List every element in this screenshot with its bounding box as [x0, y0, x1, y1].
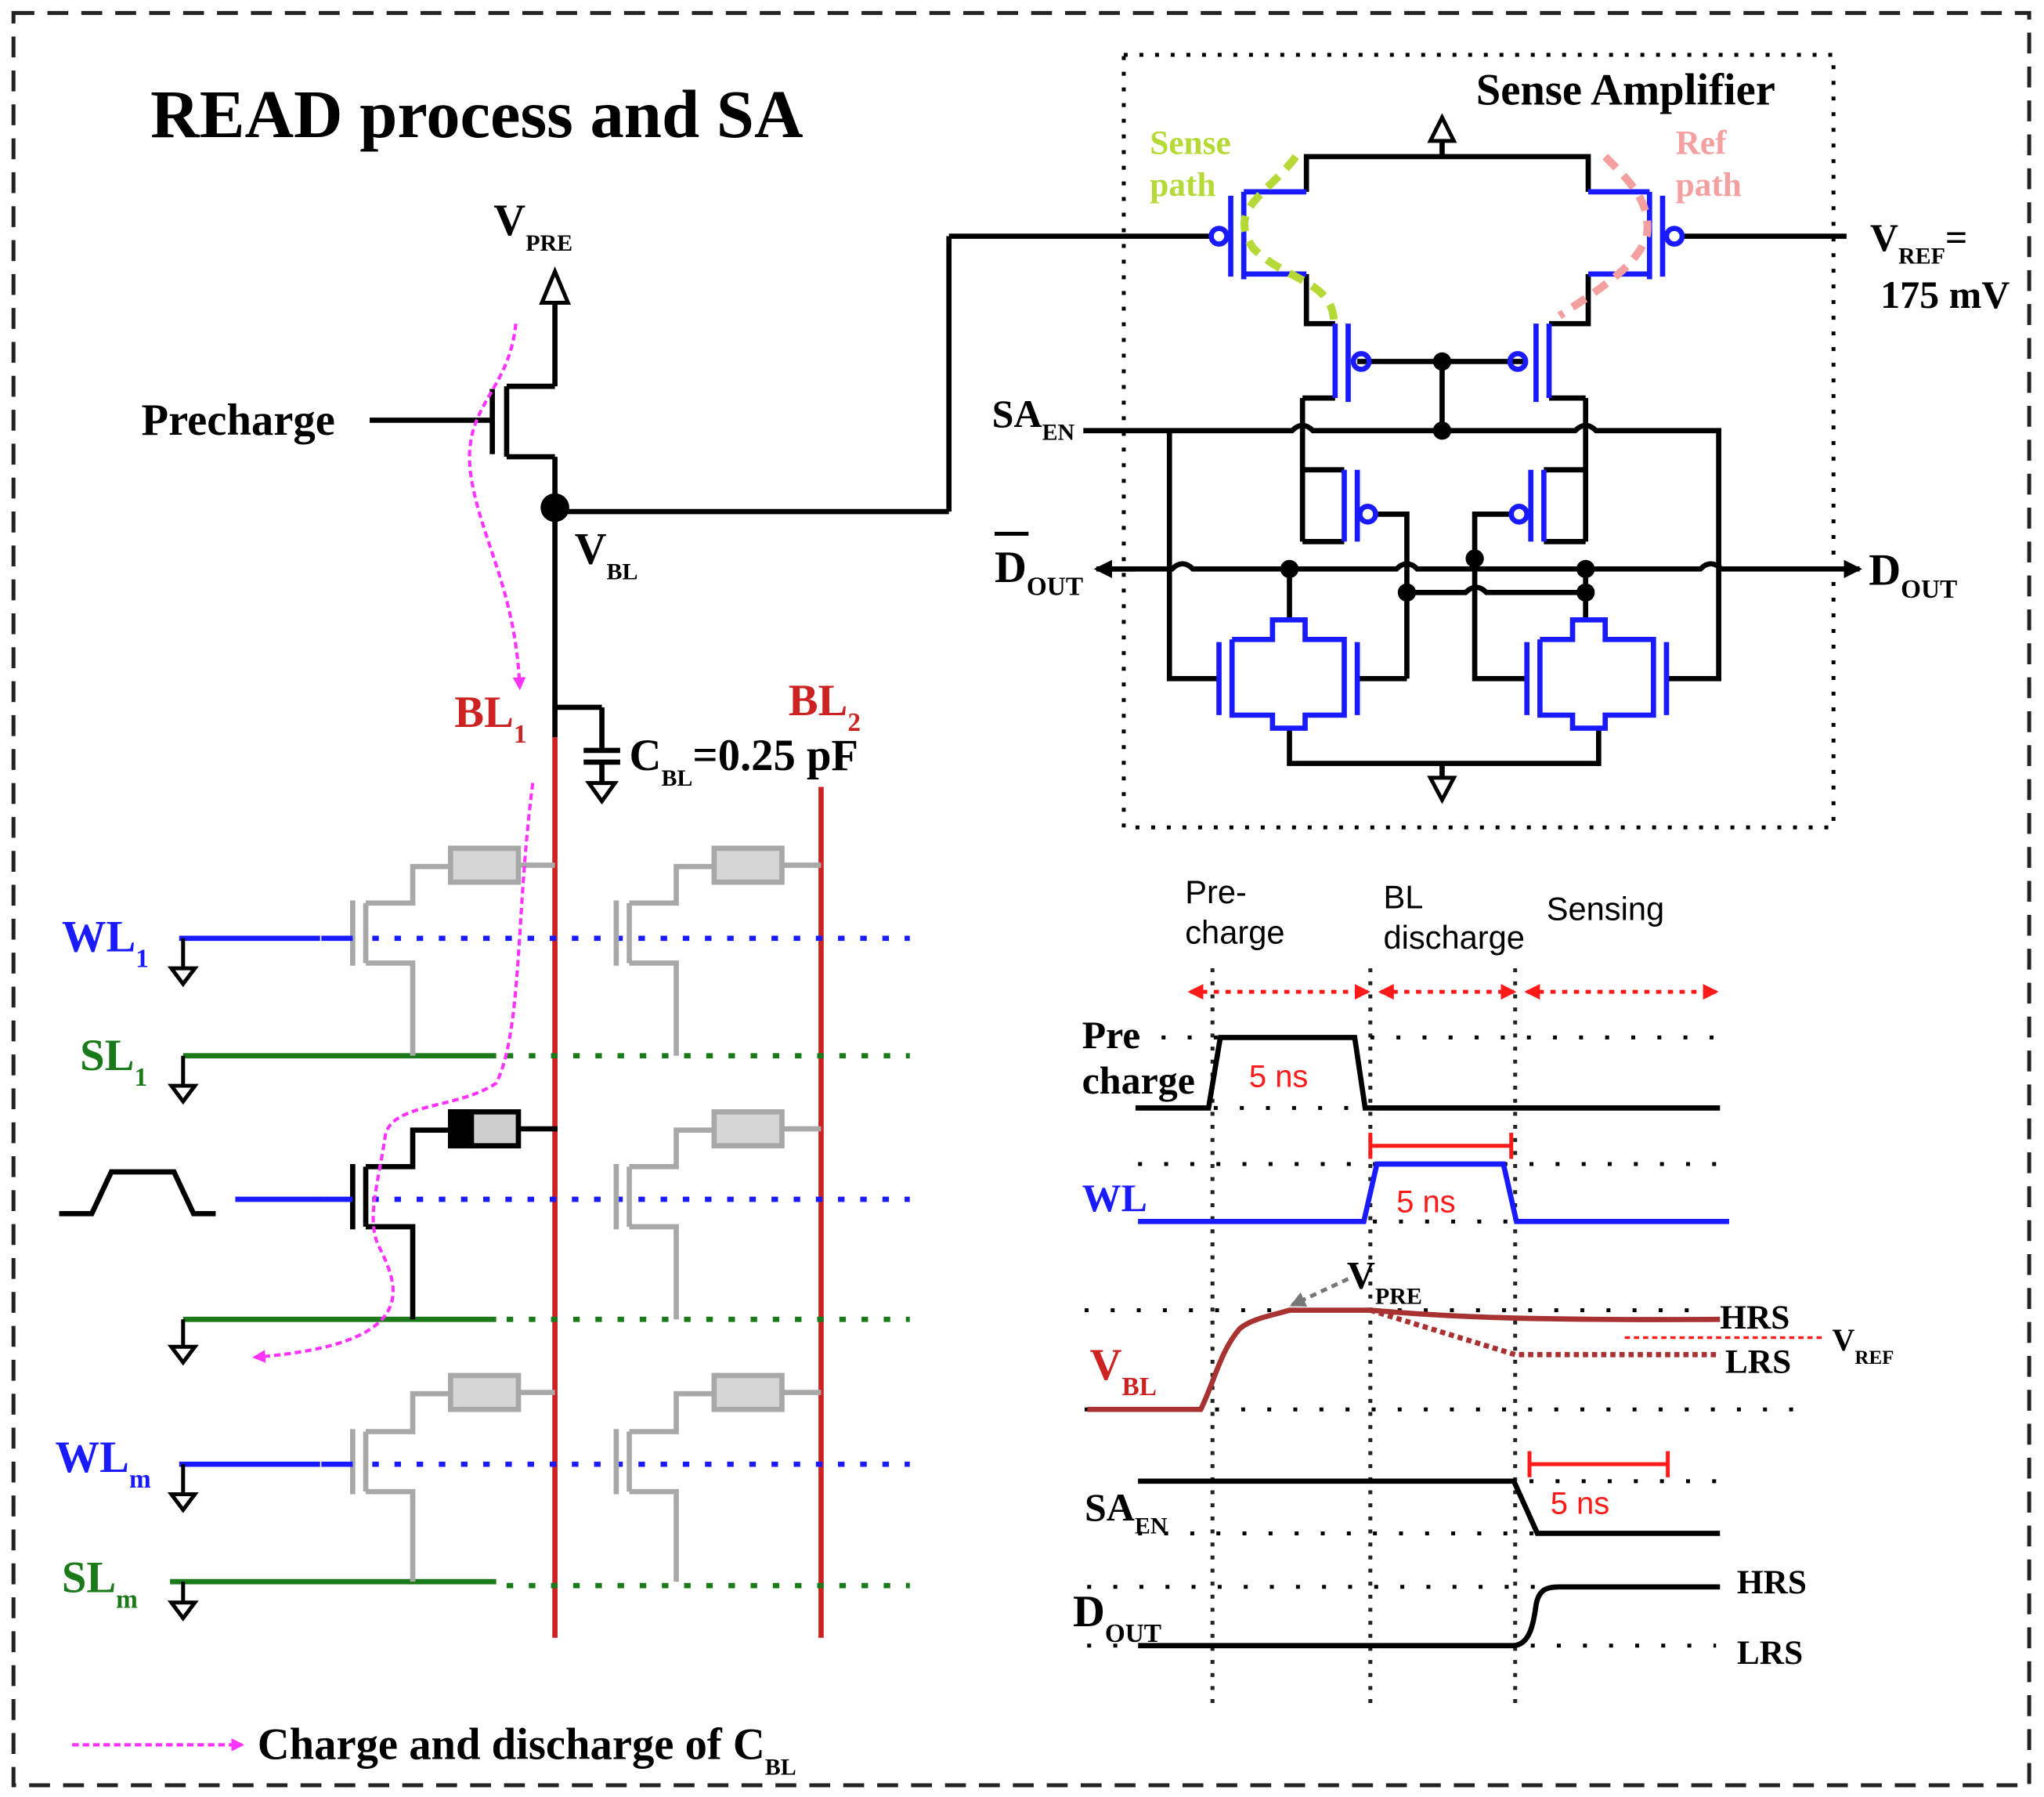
- legend-text: Charge and discharge of CBL: [258, 1721, 796, 1781]
- ref-path-arrow: [1557, 154, 1652, 320]
- cell-row3-col1: [321, 1372, 555, 1582]
- trace-wl: [1138, 1161, 1729, 1224]
- ground-symbols: [167, 938, 199, 1622]
- wl1-label: WL1: [62, 913, 149, 973]
- vbl-node-dot: [540, 493, 569, 522]
- phase-sensing-label: Sensing: [1547, 890, 1664, 927]
- timing-ref-lines: [1084, 1035, 1807, 1648]
- vpre-timing-label: VPRE: [1347, 1253, 1422, 1309]
- charge-path-1: [468, 323, 526, 691]
- dout-bar-label: DOUT: [995, 544, 1083, 602]
- page-title: READ process and SA: [150, 77, 803, 152]
- sense-amp-box: [1121, 52, 1836, 830]
- slm-label: SLm: [62, 1553, 138, 1614]
- pulse-5ns-precharge: 5 ns: [1249, 1060, 1309, 1094]
- dout-label: DOUT: [1869, 546, 1957, 604]
- sig-dout-label: DOUT: [1073, 1588, 1161, 1648]
- wl-pulse-bracket: [1368, 1133, 1514, 1159]
- cell-row1-col1: [321, 845, 555, 1056]
- sense-amp-title: Sense Amplifier: [1476, 66, 1775, 114]
- sense-path-arrow: [1240, 154, 1338, 320]
- sig-vbl-label: VBL: [1090, 1341, 1157, 1401]
- trace-vbl-hrs: [1087, 1307, 1721, 1412]
- cell-row1-col2: [613, 845, 822, 1056]
- precharge-label: Precharge: [141, 396, 334, 445]
- vref-timing-label: VREF: [1833, 1322, 1894, 1369]
- cell-row2-col1-active: [323, 1109, 558, 1320]
- cell-row2-col2: [613, 1109, 822, 1320]
- pulse-5ns-saen: 5 ns: [1551, 1486, 1610, 1520]
- vbl-hrs-label: HRS: [1720, 1299, 1789, 1336]
- sa-junction-dots: [1280, 352, 1595, 602]
- word-source-lines: [170, 935, 910, 1589]
- vbl-lrs-label: LRS: [1725, 1343, 1791, 1381]
- cell-row3-col2: [613, 1372, 822, 1582]
- trace-dout: [1138, 1584, 1721, 1649]
- phase-precharge-label: Pre-charge: [1185, 873, 1284, 951]
- pulse-5ns-wl: 5 ns: [1396, 1185, 1456, 1220]
- dout-hrs-label: HRS: [1737, 1564, 1807, 1601]
- vpre-label: VPRE: [493, 197, 572, 256]
- bl2-label: BL2: [789, 677, 861, 737]
- saen-label: SAEN: [992, 392, 1075, 446]
- sa-transistors: [1208, 189, 1685, 731]
- bl1-label: BL1: [454, 689, 526, 749]
- cbl-label: CBL=0.25 pF: [630, 732, 859, 791]
- vpre-pointer: [1289, 1277, 1349, 1307]
- trace-vbl-lrs: [1369, 1307, 1721, 1358]
- saen-pulse-bracket: [1527, 1451, 1670, 1477]
- outer-frame: [11, 11, 2031, 1788]
- sl1-label: SL1: [80, 1032, 147, 1092]
- sig-wl-label: WL: [1082, 1176, 1147, 1220]
- charge-path-2: [252, 783, 535, 1363]
- vbl-node-label: VBL: [575, 526, 638, 585]
- trace-precharge: [1135, 1035, 1721, 1111]
- vref-value: 175 mV: [1880, 273, 2010, 316]
- sense-amp-wiring: [1083, 113, 1862, 804]
- sig-saen-label: SAEN: [1085, 1485, 1168, 1539]
- wordline-pulse-icon: [59, 1169, 216, 1217]
- trace-saen: [1138, 1478, 1721, 1536]
- vref-label: VREF=: [1870, 215, 1968, 269]
- wlm-label: WLm: [56, 1434, 151, 1494]
- dout-lrs-label: LRS: [1737, 1634, 1803, 1672]
